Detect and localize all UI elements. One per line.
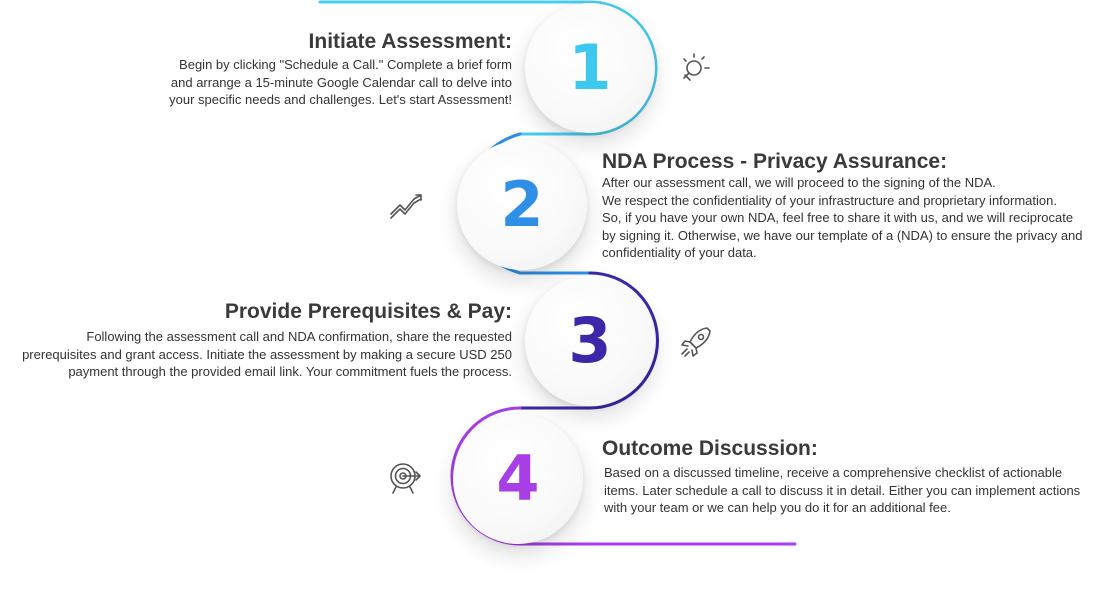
step-2-line: We respect the confidentiality of your i… bbox=[602, 192, 1057, 208]
step-1-title: Initiate Assessment: bbox=[308, 30, 512, 53]
step-4-body: Based on a discussed timeline, receive a… bbox=[604, 464, 1080, 517]
step-2-line: So, if you have your own NDA, feel free … bbox=[602, 210, 1074, 226]
step-2-line: confidentiality of your data. bbox=[602, 245, 757, 261]
step-4-title: Outcome Discussion: bbox=[602, 437, 818, 460]
step-3-line: payment through the provided email link.… bbox=[68, 364, 512, 380]
step-4-line: items. Later schedule a call to discuss … bbox=[604, 482, 1081, 498]
step-1-line: Begin by clicking "Schedule a Call." Com… bbox=[179, 57, 512, 72]
target-icon bbox=[386, 458, 426, 498]
step-3-circle: 3 bbox=[525, 276, 655, 406]
step-4-number: 4 bbox=[496, 442, 540, 515]
path-segment-3 bbox=[518, 271, 659, 410]
step-3-title: Provide Prerequisites & Pay: bbox=[224, 300, 512, 323]
step-2-title: NDA Process - Privacy Assurance: bbox=[602, 150, 948, 173]
path-segment-1 bbox=[318, 0, 658, 136]
step-4-line: Based on a discussed timeline, receive a… bbox=[604, 465, 1063, 480]
step-2-line: After our assessment call, we will proce… bbox=[602, 175, 996, 190]
step-1-line: and arrange a 15-minute Google Calendar … bbox=[170, 74, 512, 90]
step-2-body: After our assessment call, we will proce… bbox=[602, 174, 1083, 262]
step-3-line: prerequisites and grant access. Initiate… bbox=[22, 346, 512, 362]
step-1-circle: 1 bbox=[525, 3, 655, 133]
step-1-body: Begin by clicking "Schedule a Call." Com… bbox=[169, 56, 512, 109]
step-3-number: 3 bbox=[568, 304, 612, 377]
step-1-line: your specific needs and challenges. Let'… bbox=[169, 92, 512, 108]
step-2-number: 2 bbox=[500, 168, 544, 241]
step-3-body: Following the assessment call and NDA co… bbox=[22, 328, 512, 381]
step-2-line: by signing it. Otherwise, we have our te… bbox=[602, 227, 1083, 243]
step-2-circle: 2 bbox=[457, 140, 587, 270]
step-1-number: 1 bbox=[568, 31, 612, 104]
step-4-circle: 4 bbox=[453, 414, 583, 544]
step-3-line: Following the assessment call and NDA co… bbox=[86, 329, 512, 344]
rocket-icon bbox=[676, 322, 716, 362]
trending-up-icon bbox=[387, 186, 427, 226]
step-4-line: with your team or we can help you do it … bbox=[604, 500, 951, 516]
lightbulb-icon bbox=[676, 48, 716, 88]
